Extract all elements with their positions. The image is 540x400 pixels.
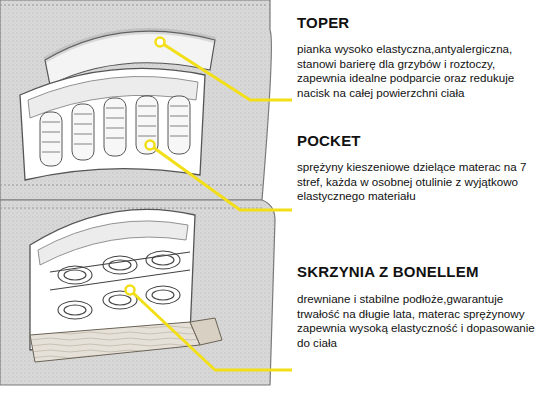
section-heading: TOPER	[297, 14, 537, 31]
section-description: pianka wysoko elastyczna,antyalergiczna,…	[297, 42, 540, 100]
section-heading: POCKET	[297, 132, 537, 149]
bonnell-cutaway	[30, 209, 222, 362]
leader-lines	[130, 42, 292, 370]
mattress	[0, 0, 271, 200]
section-description: drewniane i stabilne podłoże,gwarantuje …	[297, 292, 540, 350]
leader-dots	[126, 38, 165, 295]
section-description: sprężyny kieszeniowe dzielące materac na…	[297, 160, 540, 204]
section-heading: SKRZYNIA Z BONELLEM	[297, 263, 537, 280]
box-base	[0, 200, 275, 385]
